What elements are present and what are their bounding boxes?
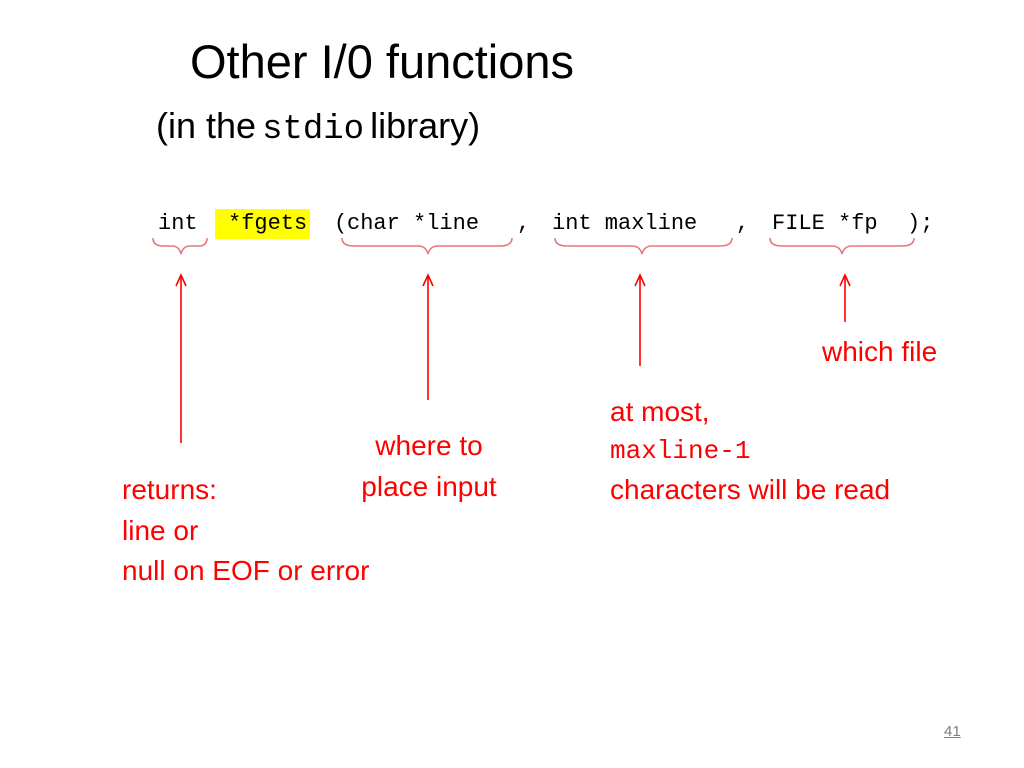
annotation-returns: returns: line or null on EOF or error bbox=[122, 470, 369, 592]
code-param-fp: FILE *fp bbox=[772, 211, 878, 236]
code-comma-1: , bbox=[517, 211, 544, 236]
annotation-returns-line-3: null on EOF or error bbox=[122, 555, 370, 587]
slide-title: Other I/0 functions bbox=[190, 35, 575, 88]
annotation-place-input-line-1: where to bbox=[375, 430, 483, 461]
code-paren-open: ( bbox=[334, 211, 348, 236]
annotation-at-most: at most, maxline-1 characters will be re… bbox=[610, 392, 890, 511]
annotation-place-input: where to place input bbox=[344, 426, 514, 507]
annotation-returns-line-2: line or bbox=[122, 514, 199, 546]
annotation-which-file: which file bbox=[822, 332, 937, 373]
subtitle-suffix: library) bbox=[370, 105, 481, 146]
code-comma-2: , bbox=[736, 211, 763, 236]
code-param-line: char *line bbox=[347, 211, 480, 236]
annotation-returns-line-1: returns: bbox=[122, 474, 217, 505]
annotation-place-input-line-2: place input bbox=[361, 470, 497, 502]
code-param-maxline: int maxline bbox=[552, 211, 698, 236]
subtitle-library-name: stdio bbox=[262, 111, 365, 149]
annotation-at-most-line-2: maxline-1 bbox=[610, 435, 751, 466]
brace-return-type bbox=[152, 237, 208, 255]
page-number: 41 bbox=[944, 723, 961, 740]
brace-fp-param bbox=[769, 237, 915, 255]
brace-line-param bbox=[341, 237, 513, 255]
annotation-which-file-line-1: which file bbox=[822, 336, 938, 367]
annotation-at-most-line-1: at most, bbox=[610, 396, 710, 427]
code-function-name: *fgets bbox=[215, 209, 311, 239]
code-paren-close: ); bbox=[907, 211, 934, 236]
brace-maxline-param bbox=[554, 237, 733, 255]
code-return-type: int bbox=[158, 211, 198, 236]
subtitle-prefix: (in the bbox=[156, 105, 257, 146]
annotation-at-most-line-3: characters will be read bbox=[610, 474, 891, 506]
